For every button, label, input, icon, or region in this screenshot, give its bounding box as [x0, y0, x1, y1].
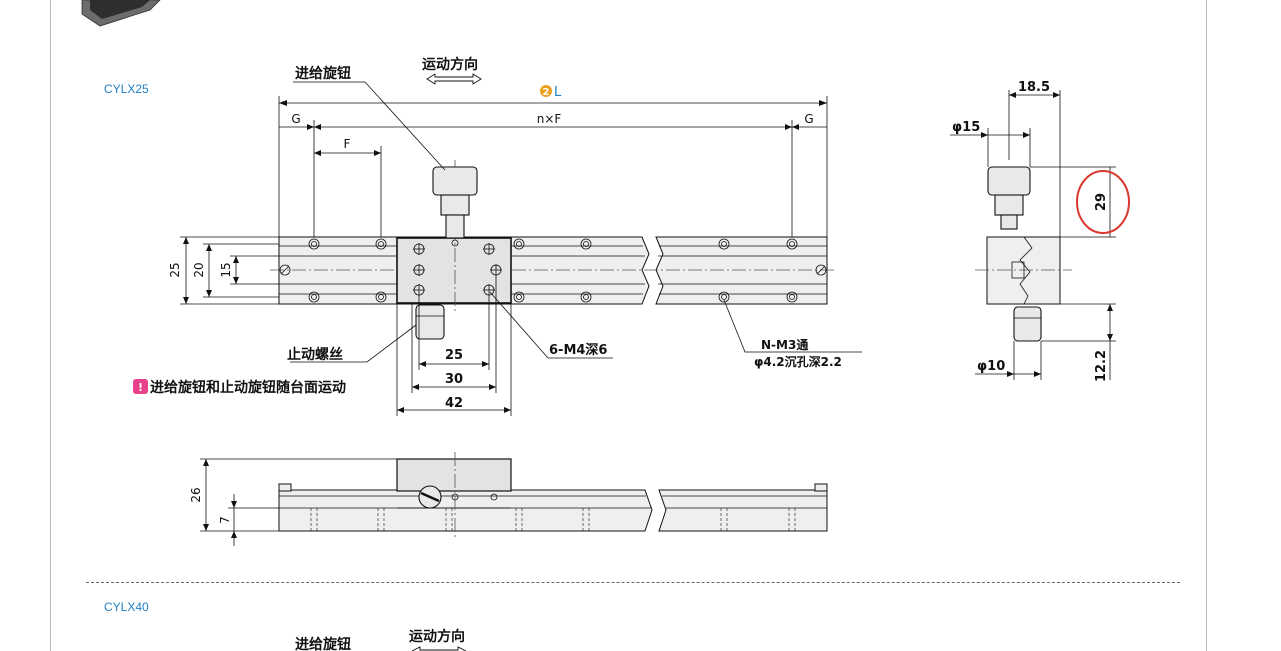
highlight-circle [1076, 170, 1130, 234]
frame-left-border [50, 0, 51, 651]
dim-25-width: 25 [445, 348, 463, 363]
dim-15-vertical: 15 [219, 262, 233, 277]
dim-20-vertical: 20 [192, 262, 206, 277]
svg-text:!: ! [138, 381, 143, 394]
dim-29-label: 29 [1094, 193, 1109, 211]
note-text: 进给旋钮和止动旋钮随台面运动 [150, 379, 346, 396]
nm3-label-line1: N-M3通 [761, 337, 808, 352]
motion-arrow-2 [411, 646, 467, 651]
frame-right-border [1206, 0, 1207, 651]
dim-phi10-label: φ10 [977, 359, 1005, 374]
dim-phi15-label: φ15 [952, 120, 980, 135]
motion-direction-label-2: 运动方向 [409, 628, 465, 645]
product-photo [81, 0, 161, 27]
l-badge-icon [540, 85, 552, 97]
f-label: F [344, 137, 351, 151]
dim-25-vertical: 25 [168, 262, 182, 277]
side-view [950, 90, 1130, 380]
m4-thread-label: 6-M4深6 [549, 342, 607, 358]
model-label-cylx40: CYLX40 [104, 600, 149, 614]
dim-42-width: 42 [445, 396, 463, 411]
l-dimension-label: L [554, 85, 562, 100]
note-warning-icon [133, 379, 148, 394]
front-view [200, 452, 828, 546]
g-right-label: G [804, 112, 813, 126]
dim-26-height: 26 [189, 487, 203, 502]
dim-30-width: 30 [445, 372, 463, 387]
dim-18-5-label: 18.5 [1018, 80, 1050, 95]
section-divider [86, 582, 1180, 583]
model-label-cylx25: CYLX25 [104, 82, 149, 96]
nxf-label: n×F [537, 112, 562, 126]
stop-screw-label: 止动螺丝 [287, 346, 343, 363]
l-badge-number: 2 [543, 87, 550, 98]
dim-12-2-label: 12.2 [1094, 350, 1109, 382]
feed-knob-label: 进给旋钮 [295, 65, 351, 82]
g-left-label: G [291, 112, 300, 126]
nm3-label-line2: φ4.2沉孔深2.2 [754, 354, 842, 369]
feed-knob-label-2: 进给旋钮 [295, 636, 351, 651]
dim-7-height: 7 [218, 516, 232, 524]
motion-direction-label: 运动方向 [422, 56, 478, 73]
top-view-dimensions [180, 73, 862, 416]
top-view [270, 160, 836, 340]
